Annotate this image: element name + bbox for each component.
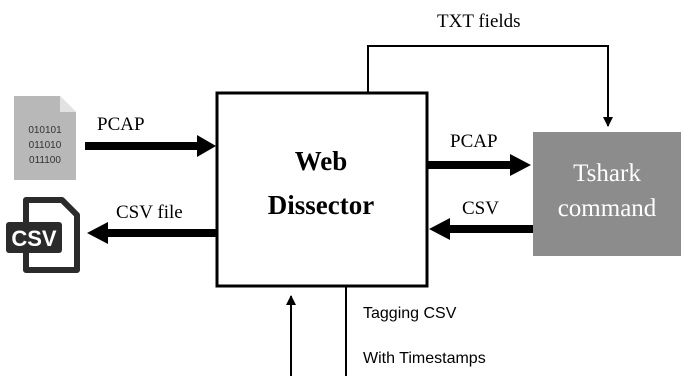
pcap-input-arrowhead <box>197 135 216 157</box>
binary-line-1: 010101 <box>28 125 62 136</box>
tagging-csv-label: Tagging CSV <box>363 305 457 322</box>
binary-line-2: 011010 <box>29 140 62 151</box>
csv-file-label: CSV file <box>116 202 183 223</box>
csv-return-arrowhead <box>429 218 450 240</box>
pcap-out-arrowhead <box>510 154 531 176</box>
web-dissector-title-line1: Web <box>295 146 348 176</box>
with-timestamps-label: With Timestamps <box>363 350 486 367</box>
pcap-out-label: PCAP <box>450 131 498 152</box>
txt-fields-label: TXT fields <box>437 11 521 32</box>
csv-icon-text: CSV <box>11 226 57 251</box>
pcap-input-label: PCAP <box>97 114 145 135</box>
binary-file-icon: 010101 011010 011100 <box>14 96 76 180</box>
csv-return-label: CSV <box>462 198 499 219</box>
web-dissector-block <box>215 91 429 288</box>
tshark-title-line2: command <box>558 195 657 222</box>
csv-file-arrowhead <box>87 222 108 244</box>
web-dissector-title-line2: Dissector <box>268 190 374 220</box>
csv-file-icon: CSV <box>6 197 80 273</box>
tshark-title-line1: Tshark <box>573 160 641 187</box>
tshark-block <box>533 132 681 256</box>
binary-line-3: 011100 <box>29 155 61 166</box>
txt-fields-connector <box>367 45 613 127</box>
